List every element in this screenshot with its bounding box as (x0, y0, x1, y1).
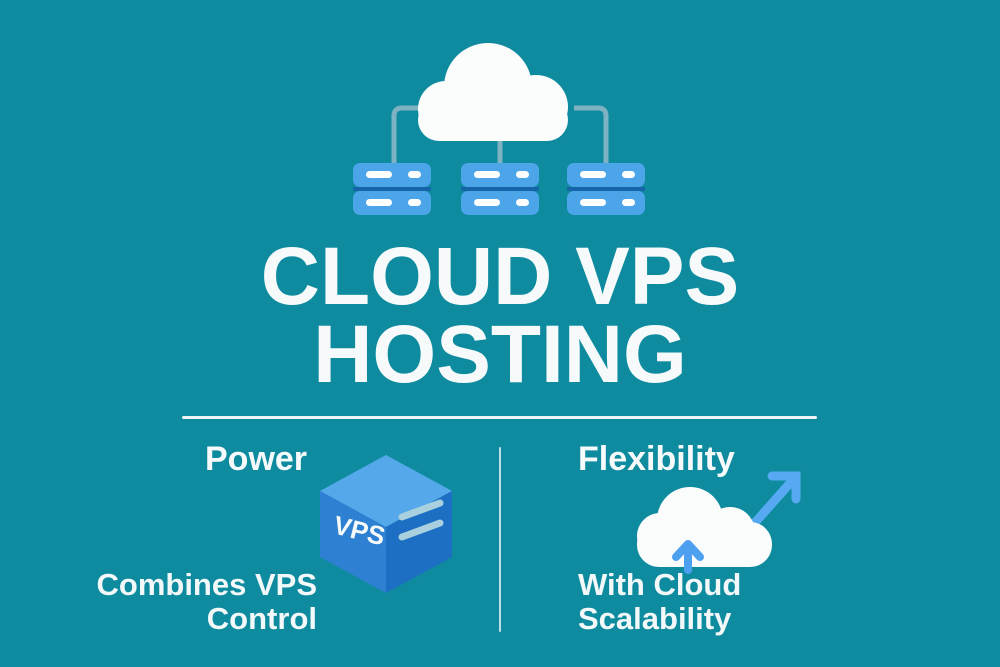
flexibility-caption: With Cloud Scalability (578, 568, 878, 636)
server-icon (353, 163, 431, 215)
vertical-divider (499, 447, 501, 632)
horizontal-divider (182, 416, 817, 419)
power-caption-line2: Control (206, 601, 317, 636)
cloud-icon (418, 43, 568, 141)
power-heading: Power (205, 440, 308, 478)
cloud-growth-arrow-icon (637, 471, 801, 574)
flexibility-heading: Flexibility (578, 440, 735, 478)
power-caption-line1: Combines VPS (96, 567, 318, 602)
vps-cube-icon: VPS (320, 455, 452, 593)
cloud-server-network-illustration (353, 43, 645, 215)
server-icon (461, 163, 539, 215)
connector-right (574, 105, 609, 163)
page-title: CLOUD VPS HOSTING (0, 231, 1000, 400)
power-caption: Combines VPS Control (17, 567, 318, 636)
flexibility-caption-line2: Scalability (578, 601, 732, 636)
cube-face-lines (398, 499, 444, 541)
cube-left-face (320, 491, 386, 593)
connector-left (391, 105, 426, 163)
upload-arrow-icon (672, 540, 704, 574)
page-title-line1: CLOUD VPS (260, 231, 740, 322)
server-icon (567, 163, 645, 215)
small-cloud-icon (637, 487, 772, 567)
cube-right-face (386, 491, 452, 593)
flexibility-caption-line1: With Cloud (578, 567, 742, 602)
page-title-line2: HOSTING (313, 309, 687, 400)
